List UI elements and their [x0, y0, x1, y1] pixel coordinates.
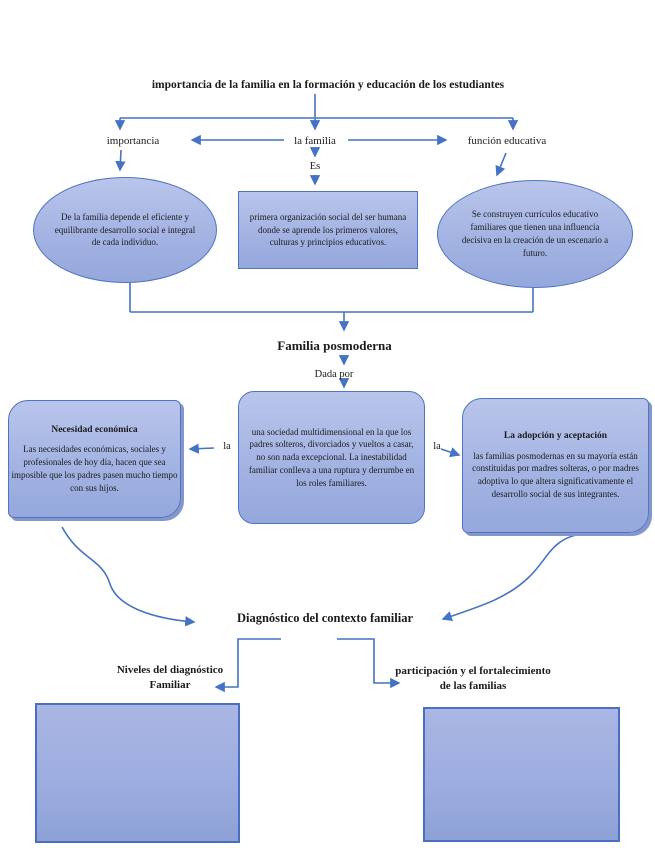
box-adopcion-aceptacion-title: La adopción y aceptación [503, 431, 608, 442]
diagram-title: importancia de la familia en la formació… [151, 79, 505, 91]
branch-label-funcion-educativa: función educativa [467, 135, 547, 147]
ellipse-family-importance: De la familia depende el eficiente y equ… [33, 177, 217, 283]
bottom-left-placeholder-rect [35, 703, 240, 843]
box-adopcion-aceptacion-body: las familias posmodernas en su mayoría e… [472, 450, 639, 499]
participacion-label: participación y el fortalecimiento de la… [378, 664, 568, 694]
branch-label-importancia: importancia [106, 135, 160, 147]
es-label: Es [309, 161, 321, 172]
niveles-label-line2: Familiar [149, 678, 191, 691]
familia-posmoderna-title: Familia posmoderna [277, 338, 392, 353]
box-necesidad-economica: Necesidad económica Las necesidades econ… [8, 400, 181, 518]
la-right-label: la [433, 441, 441, 452]
diagnostico-title: Diagnóstico del contexto familiar [236, 611, 413, 625]
box-sociedad-multidimensional: una sociedad multidimensional en la que … [238, 391, 425, 524]
niveles-label: Niveles del diagnóstico Familiar [95, 663, 245, 693]
la-left-label: la [223, 441, 231, 452]
participacion-label-line1: participación y el fortalecimiento [395, 665, 551, 677]
box-necesidad-economica-body: Las necesidades económicas, sociales y p… [11, 444, 178, 493]
box-adopcion-aceptacion: La adopción y aceptación las familias po… [462, 398, 649, 533]
participacion-label-line2: de las familias [439, 679, 507, 692]
branch-label-la-familia: la familia [294, 135, 336, 147]
ellipse-educational-function: Se construyen currículos educativo famil… [437, 180, 633, 288]
box-necesidad-economica-title: Necesidad económica [51, 424, 138, 435]
dada-por-label: Dada por [314, 369, 354, 380]
curved-connectors [61, 526, 588, 627]
niveles-label-line1: Niveles del diagnóstico [116, 664, 224, 676]
rect-first-social-organization: primera organización social del ser huma… [238, 191, 418, 269]
bottom-right-placeholder-rect [423, 707, 620, 842]
